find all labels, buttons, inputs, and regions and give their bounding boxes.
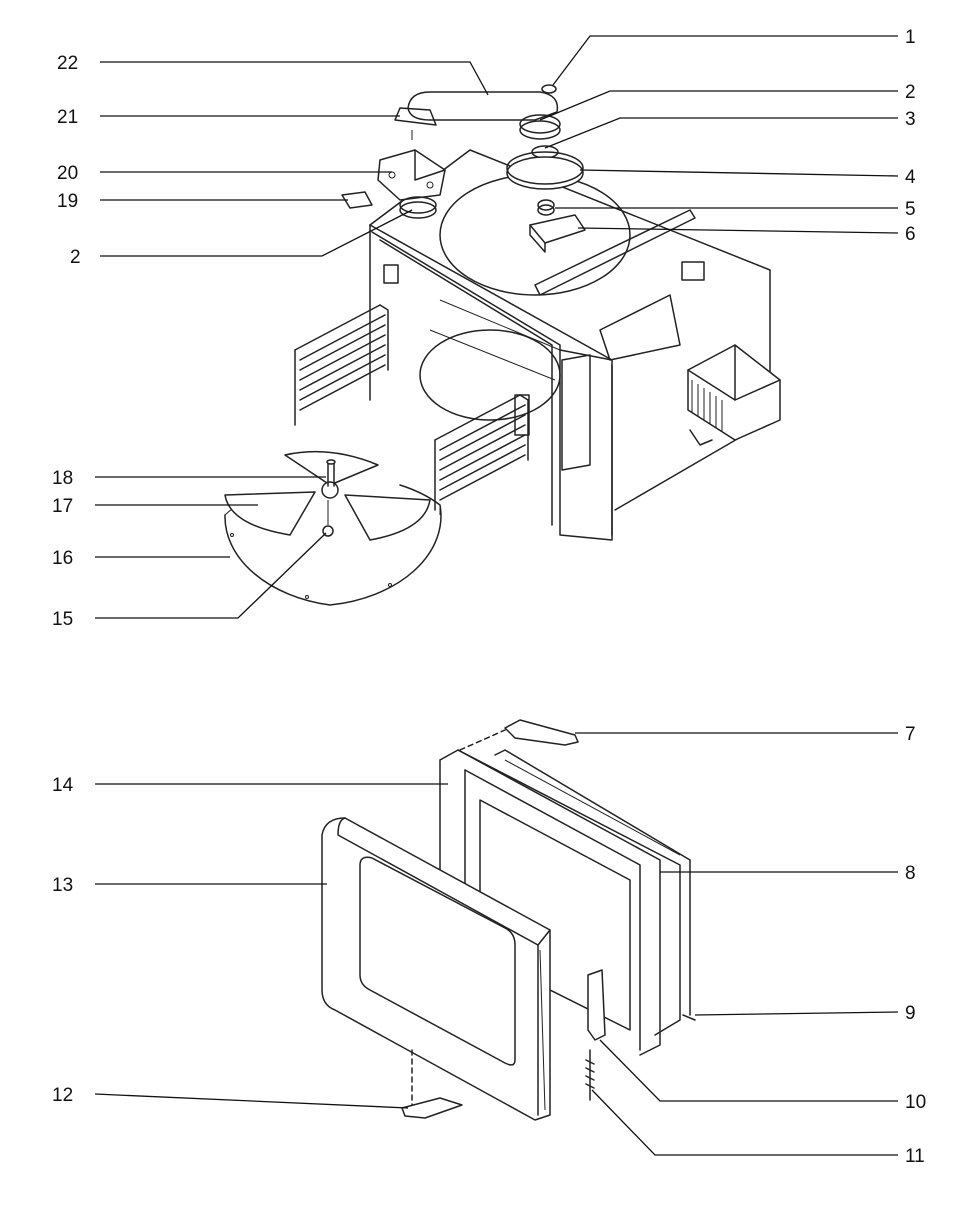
drive-belt-and-motor	[341, 91, 559, 219]
callout-numbers: 1 2 3 4 5 6 7 8 9 10 11 22 21 20 19 2 18…	[52, 27, 926, 1167]
callout-3: 3	[905, 109, 916, 130]
callout-4: 4	[905, 167, 916, 188]
turntable-plate	[224, 484, 442, 606]
callout-9: 9	[905, 1003, 916, 1024]
callout-21: 21	[57, 107, 78, 128]
callout-10: 10	[905, 1092, 926, 1113]
heating-element-right	[434, 394, 529, 515]
callout-6: 6	[905, 224, 916, 245]
callout-5: 5	[905, 199, 916, 220]
nut-part	[541, 84, 557, 94]
callout-12: 12	[52, 1085, 73, 1106]
oven-cavity-assembly	[369, 149, 771, 541]
callout-18: 18	[52, 468, 73, 489]
callout-7: 7	[905, 724, 916, 745]
callout-19: 19	[57, 191, 78, 212]
callout-2: 2	[905, 82, 916, 103]
pulley-part	[519, 120, 561, 140]
callout-11: 11	[905, 1146, 925, 1167]
turntable-assembly	[224, 450, 442, 606]
stirrer-disc	[506, 156, 584, 190]
callout-16: 16	[52, 548, 73, 569]
top-hinge-bracket	[504, 719, 579, 746]
callout-14: 14	[52, 775, 74, 796]
outer-door-panel	[321, 817, 551, 1121]
callout-1: 1	[905, 27, 916, 48]
motor	[377, 149, 446, 201]
bearing-bracket	[529, 214, 586, 244]
leader-lines	[94, 35, 899, 1156]
magnetron	[687, 344, 781, 446]
callout-17: 17	[52, 496, 73, 517]
door-hinge	[587, 969, 606, 1041]
callout-20: 20	[57, 163, 78, 184]
callout-8: 8	[905, 863, 916, 884]
callout-15: 15	[52, 609, 73, 630]
callout-13: 13	[52, 875, 73, 896]
stirrer-fan	[284, 450, 379, 486]
spring	[585, 1049, 595, 1101]
callout-2-lower: 2	[70, 247, 81, 268]
drive-belt	[407, 91, 559, 121]
lower-door-bracket	[401, 1097, 463, 1119]
door-frame	[439, 719, 696, 1101]
stirrer-drive-assembly	[506, 84, 586, 253]
heating-element-left	[294, 304, 389, 426]
callout-22: 22	[57, 53, 78, 74]
